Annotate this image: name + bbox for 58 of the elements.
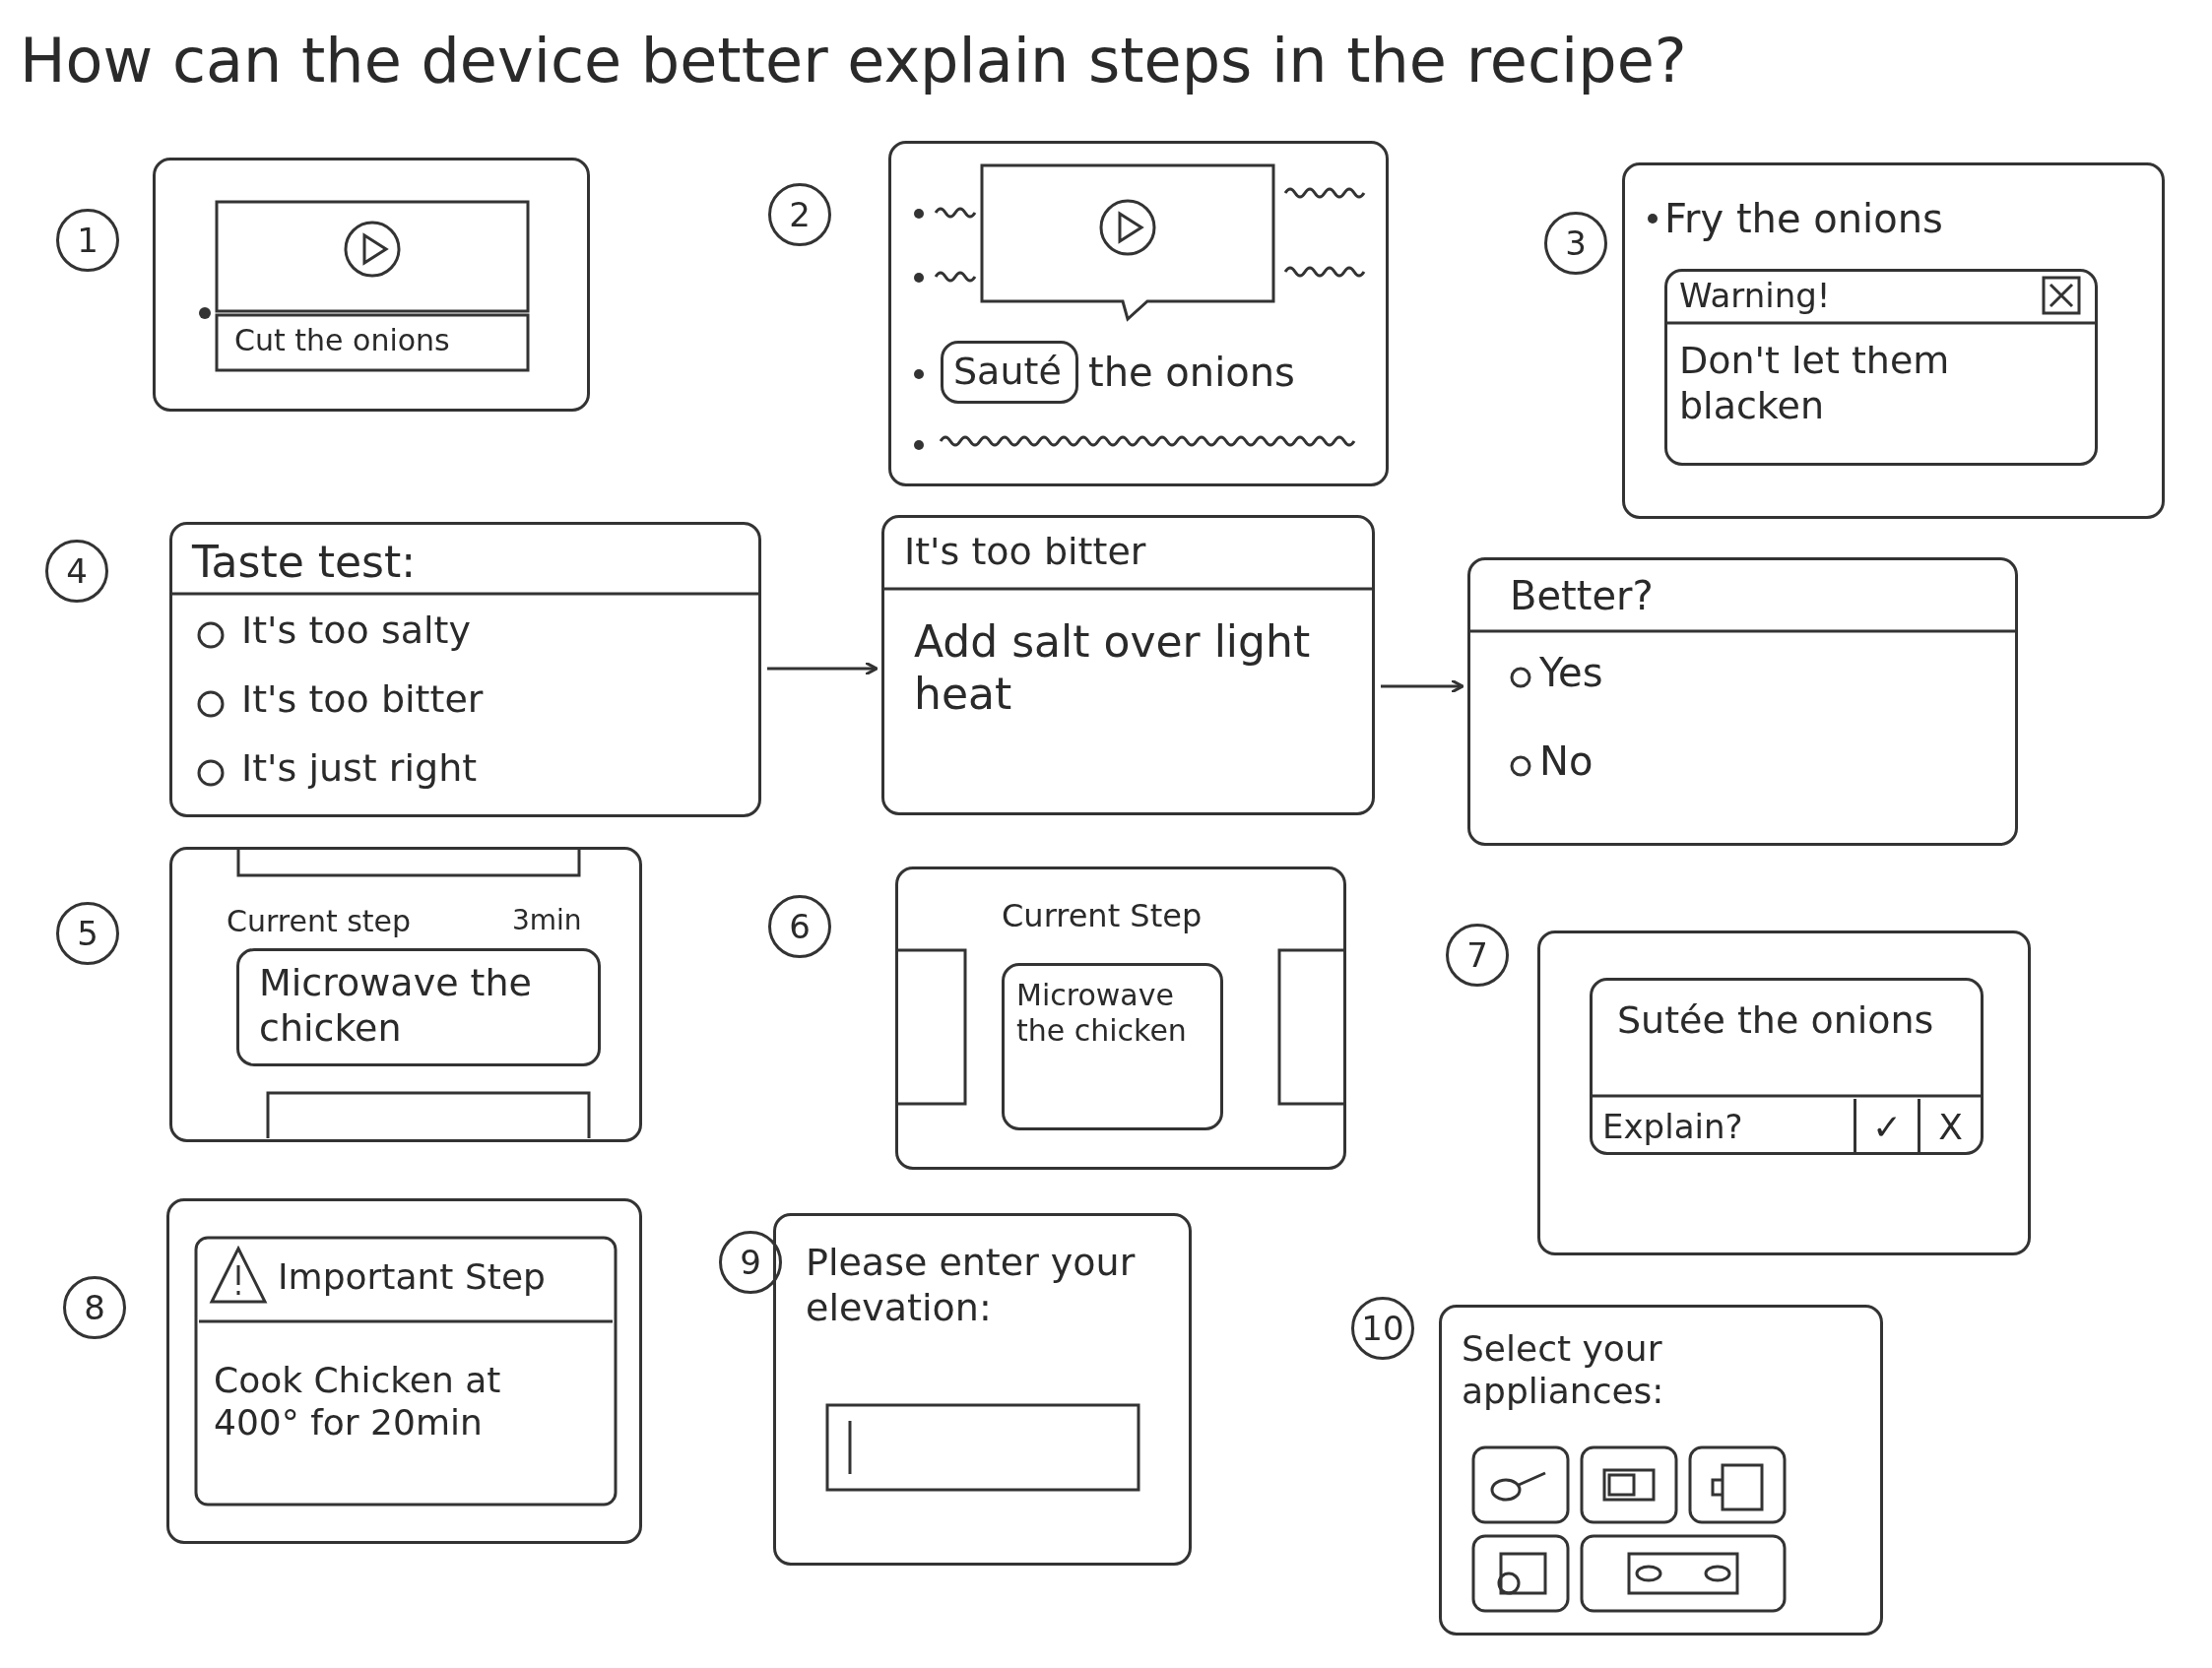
- prompt-text: Please enter your elevation:: [806, 1241, 1137, 1331]
- caption-text: Cut the onions: [234, 323, 450, 358]
- step-text: Microwave the chicken: [259, 961, 533, 1052]
- option-label: It's just right: [241, 746, 478, 792]
- callout-number: 6: [768, 895, 831, 958]
- arrow: [767, 661, 878, 676]
- duration-text: 3min: [512, 904, 582, 937]
- dialog-box: [881, 515, 1375, 815]
- close-button: X: [1918, 1099, 1981, 1155]
- callout-number: 2: [768, 183, 831, 246]
- step-card: [1002, 963, 1223, 1130]
- warning-dialog: [1664, 269, 2098, 466]
- screen-frame: [153, 158, 590, 412]
- step-text: Cook Chicken at 400° for 20min: [214, 1359, 502, 1444]
- screen-frame: [1537, 930, 2031, 1255]
- callout-number: 3: [1544, 212, 1607, 275]
- step-text: Microwave the chicken: [1016, 978, 1188, 1049]
- callout-number: 7: [1446, 924, 1509, 987]
- section-heading: Current step: [227, 904, 412, 939]
- option-label: No: [1539, 738, 1594, 785]
- callout-number: 9: [719, 1231, 782, 1294]
- callout-number: 10: [1351, 1297, 1414, 1360]
- advice-text: Add salt over light heat: [914, 616, 1312, 721]
- screen-frame: [166, 1198, 642, 1544]
- section-heading: Current Step: [1002, 897, 1203, 935]
- callout-number: 8: [63, 1276, 126, 1339]
- arrow: [1381, 678, 1464, 694]
- warning-text: Don't let them blacken: [1679, 339, 1951, 429]
- dialog-title: Taste test:: [192, 537, 417, 589]
- dialog-box: [1467, 557, 2018, 846]
- screen-frame: [895, 866, 1346, 1170]
- dialog-title: Better?: [1510, 572, 1654, 619]
- dialog-title: Warning!: [1679, 276, 1831, 316]
- dialog-title: It's too bitter: [904, 530, 1146, 575]
- screen-frame: [169, 847, 642, 1142]
- highlighted-word-box: [941, 341, 1078, 404]
- dialog-box: [169, 522, 761, 817]
- section-heading: Important Step: [278, 1255, 546, 1299]
- prompt-text: Select your appliances:: [1462, 1327, 1665, 1413]
- explain-prompt: Explain?: [1602, 1107, 1743, 1147]
- option-label: It's too salty: [241, 609, 471, 654]
- step-card: [236, 948, 601, 1066]
- screen-frame: [1622, 162, 2165, 519]
- callout-number: 1: [56, 209, 119, 272]
- screen-frame: [1439, 1305, 1883, 1636]
- callout-number: 5: [56, 902, 119, 965]
- title: How can the device better explain steps in the recipe?: [20, 25, 1687, 98]
- screen-frame: [888, 141, 1389, 486]
- screen-frame: [773, 1213, 1192, 1566]
- step-text: the onions: [1088, 349, 1295, 396]
- step-dialog: [1590, 978, 1984, 1155]
- step-text: Fry the onions: [1664, 195, 1943, 242]
- option-label: It's too bitter: [241, 677, 484, 723]
- option-label: Yes: [1539, 649, 1603, 696]
- confirm-button: ✓: [1854, 1099, 1918, 1155]
- callout-number: 4: [45, 540, 108, 603]
- step-term: Sauté: [953, 350, 1062, 395]
- step-text: Sutée the onions: [1617, 998, 1934, 1044]
